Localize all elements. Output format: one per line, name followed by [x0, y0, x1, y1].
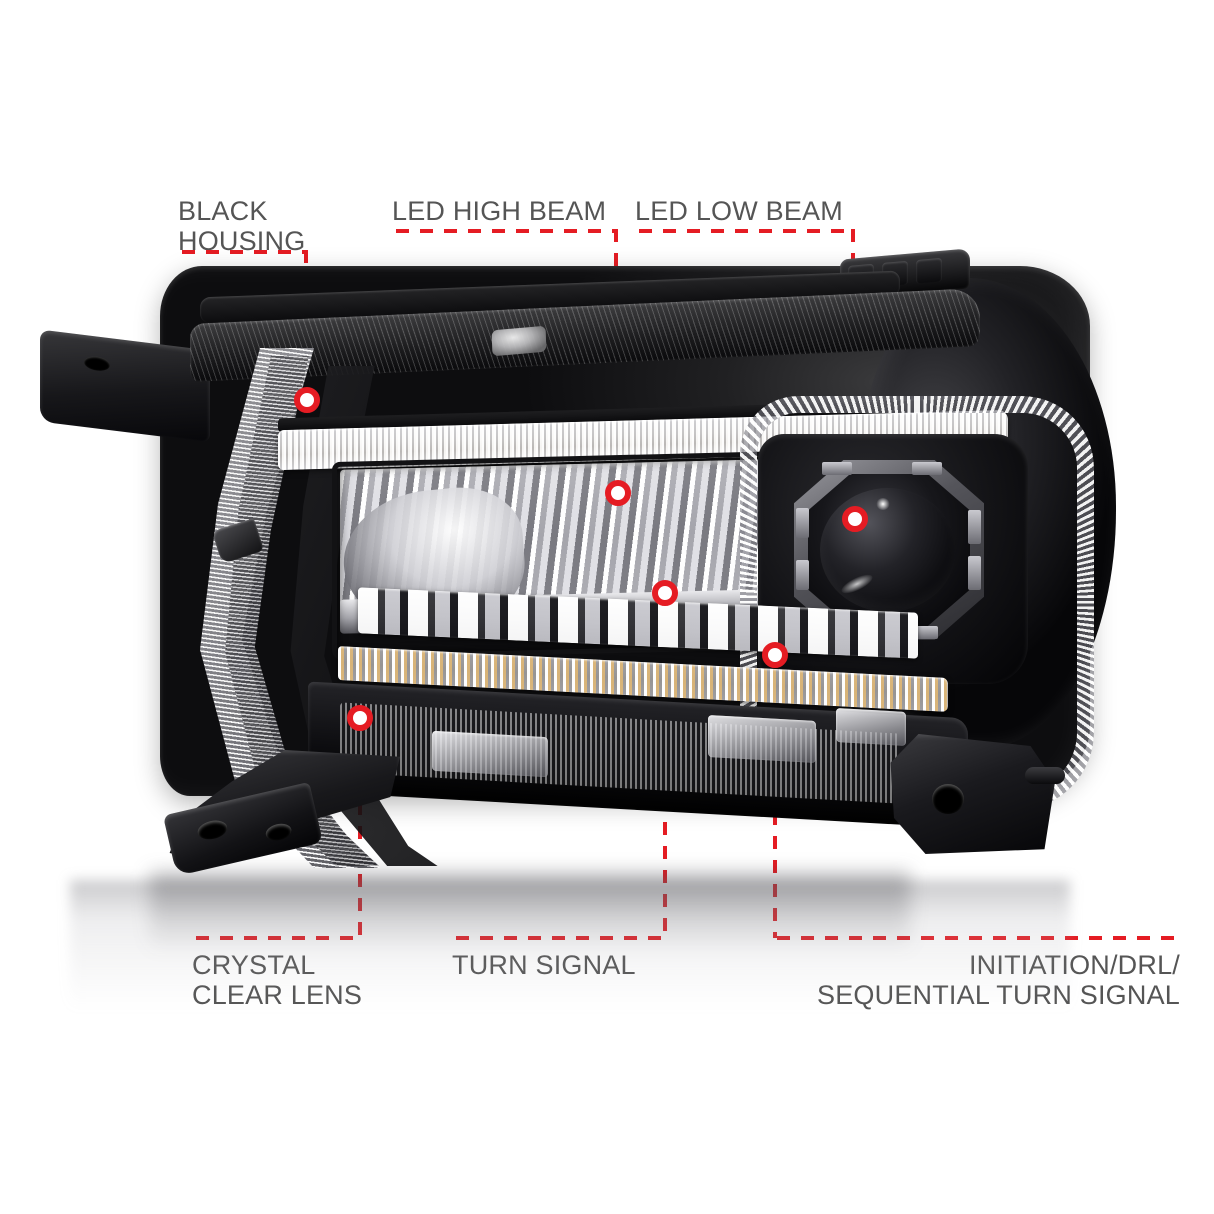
left-mounting-arm	[40, 329, 210, 443]
lower-clip-a	[432, 730, 548, 778]
surface-reflection-core	[150, 872, 910, 952]
left-bracket-bolt-hole-2	[264, 821, 294, 843]
leader-turn-signal-horizontal	[456, 936, 667, 940]
callout-dot-crystal-clear-lens[interactable]	[347, 705, 373, 731]
callout-dot-black-housing[interactable]	[294, 387, 320, 413]
lower-clip-b	[708, 714, 816, 764]
lower-left-bracket-pad	[162, 781, 324, 877]
left-bracket-bolt-hole-1	[195, 817, 230, 843]
leader-initiation-drl-horizontal	[777, 936, 1181, 940]
surface-reflection	[70, 880, 1070, 1010]
right-bracket-pin	[1025, 767, 1065, 784]
leader-black-housing-horizontal	[182, 250, 308, 254]
headlight-assembly-illustration	[40, 248, 1116, 888]
leader-crystal-clear-lens-vertical	[358, 730, 362, 938]
leader-led-high-beam-horizontal	[396, 229, 618, 233]
callout-label-crystal-clear-lens: CRYSTAL CLEAR LENS	[192, 950, 452, 1010]
callout-dot-turn-signal[interactable]	[652, 580, 678, 606]
callout-dot-led-high-beam[interactable]	[605, 480, 631, 506]
housing-top-screw	[491, 325, 547, 357]
lower-right-bracket	[890, 734, 1055, 854]
callout-label-turn-signal: TURN SIGNAL	[452, 950, 712, 980]
callout-label-initiation-drl: INITIATION/DRL/ SEQUENTIAL TURN SIGNAL	[817, 950, 1180, 1011]
right-bracket-bolt-hole	[932, 784, 964, 814]
callout-dot-led-low-beam[interactable]	[842, 506, 868, 532]
callout-label-led-low-beam: LED LOW BEAM	[635, 196, 843, 226]
callout-label-led-high-beam: LED HIGH BEAM	[392, 196, 607, 226]
leader-crystal-clear-lens-horizontal	[196, 936, 362, 940]
leader-led-low-beam-horizontal	[639, 229, 855, 233]
lower-clip-c	[836, 708, 906, 746]
callout-dot-initiation-drl[interactable]	[762, 642, 788, 668]
left-arm-bolt-hole	[84, 354, 110, 373]
